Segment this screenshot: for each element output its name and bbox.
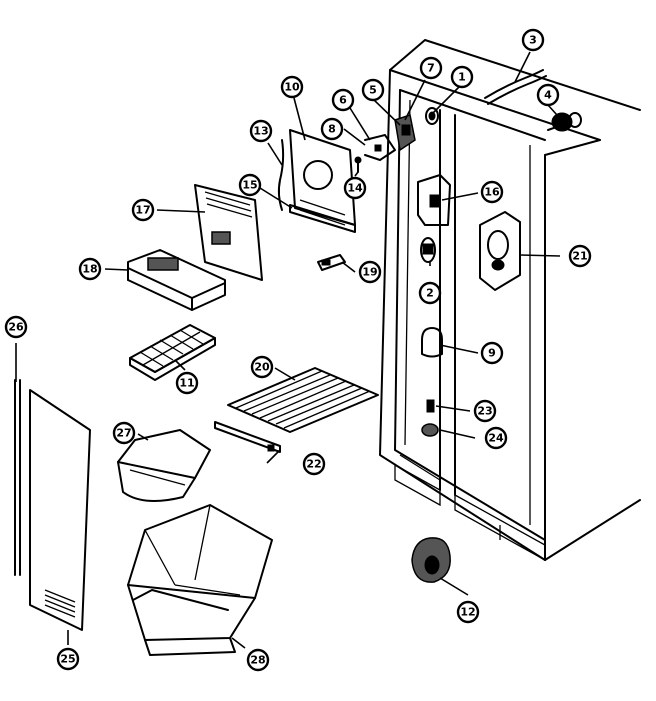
callout-25: 25 xyxy=(56,647,80,671)
svg-text:10: 10 xyxy=(284,81,300,94)
part-25-liner-panel xyxy=(29,389,91,631)
svg-text:5: 5 xyxy=(369,84,377,97)
part-26-trim-rail xyxy=(14,379,21,576)
part-22-shelf-rail xyxy=(214,421,281,453)
part-24-grommet xyxy=(421,423,439,437)
callout-4: 4 xyxy=(536,83,560,107)
part-27-bin xyxy=(117,429,211,502)
callout-5: 5 xyxy=(361,78,385,102)
svg-text:16: 16 xyxy=(484,186,500,199)
callout-3: 3 xyxy=(521,28,545,52)
callout-6: 6 xyxy=(331,88,355,112)
svg-text:26: 26 xyxy=(8,321,24,334)
svg-text:12: 12 xyxy=(460,606,475,619)
part-20-wire-shelf xyxy=(227,367,379,433)
svg-text:17: 17 xyxy=(135,204,150,217)
callout-13: 13 xyxy=(249,119,273,143)
callout-24: 24 xyxy=(484,426,508,450)
svg-text:19: 19 xyxy=(362,266,377,279)
svg-text:24: 24 xyxy=(488,432,504,445)
callout-10: 10 xyxy=(280,75,304,99)
part-23-fastener xyxy=(426,399,435,413)
part-4-valve xyxy=(547,112,582,132)
svg-text:14: 14 xyxy=(347,182,363,195)
part-14-screw xyxy=(354,156,362,173)
part-9-bracket xyxy=(421,327,443,358)
svg-text:8: 8 xyxy=(328,123,336,136)
svg-text:23: 23 xyxy=(477,405,492,418)
callout-27: 27 xyxy=(112,421,136,445)
part-12-fan-motor xyxy=(411,537,451,583)
callout-1: 1 xyxy=(450,65,474,89)
svg-text:18: 18 xyxy=(82,263,97,276)
callout-11: 11 xyxy=(175,371,199,395)
svg-text:25: 25 xyxy=(60,653,75,666)
part-21-control-housing xyxy=(479,211,521,291)
svg-text:15: 15 xyxy=(242,179,257,192)
svg-text:27: 27 xyxy=(116,427,131,440)
callout-28: 28 xyxy=(246,648,270,672)
svg-text:1: 1 xyxy=(458,71,466,84)
part-5-7-assembly xyxy=(394,114,416,152)
callout-19: 19 xyxy=(358,260,382,284)
part-19-clip xyxy=(317,254,346,271)
svg-text:22: 22 xyxy=(306,458,321,471)
part-10-evaporator-cover xyxy=(289,129,356,226)
callout-14: 14 xyxy=(343,176,367,200)
callout-2: 2 xyxy=(418,281,442,305)
part-6-8-bracket xyxy=(364,134,396,161)
svg-text:28: 28 xyxy=(250,654,265,667)
svg-text:21: 21 xyxy=(572,250,587,263)
part-3-tube xyxy=(484,69,547,105)
part-17-panel xyxy=(194,184,263,281)
svg-text:4: 4 xyxy=(544,89,552,102)
callout-12: 12 xyxy=(456,600,480,624)
callout-22: 22 xyxy=(302,452,326,476)
svg-text:13: 13 xyxy=(253,125,268,138)
part-1-light-socket xyxy=(425,107,439,125)
svg-text:2: 2 xyxy=(426,287,434,300)
callout-7: 7 xyxy=(419,56,443,80)
svg-text:20: 20 xyxy=(254,361,270,374)
callout-9: 9 xyxy=(480,341,504,365)
leader-lines xyxy=(15,51,561,649)
callout-21: 21 xyxy=(568,244,592,268)
svg-text:7: 7 xyxy=(427,62,435,75)
svg-text:6: 6 xyxy=(339,94,347,107)
callout-15: 15 xyxy=(238,173,262,197)
part-16-housing xyxy=(417,174,451,226)
part-18-tray xyxy=(127,249,226,311)
part-2-switch xyxy=(420,237,436,263)
part-28-crisper xyxy=(127,504,273,656)
callout-23: 23 xyxy=(473,399,497,423)
svg-text:9: 9 xyxy=(488,347,496,360)
callout-20: 20 xyxy=(250,355,274,379)
callout-26: 26 xyxy=(4,315,28,339)
refrigerator-cabinet xyxy=(379,39,641,562)
part-15-rail xyxy=(289,204,356,233)
part-11-ice-tray xyxy=(129,324,216,381)
callout-18-tray: 18 xyxy=(78,257,102,281)
callout-16: 16 xyxy=(480,180,504,204)
svg-text:3: 3 xyxy=(529,34,537,47)
svg-text:11: 11 xyxy=(179,377,194,390)
callout-8: 8 xyxy=(320,117,344,141)
callout-17: 17 xyxy=(131,198,155,222)
